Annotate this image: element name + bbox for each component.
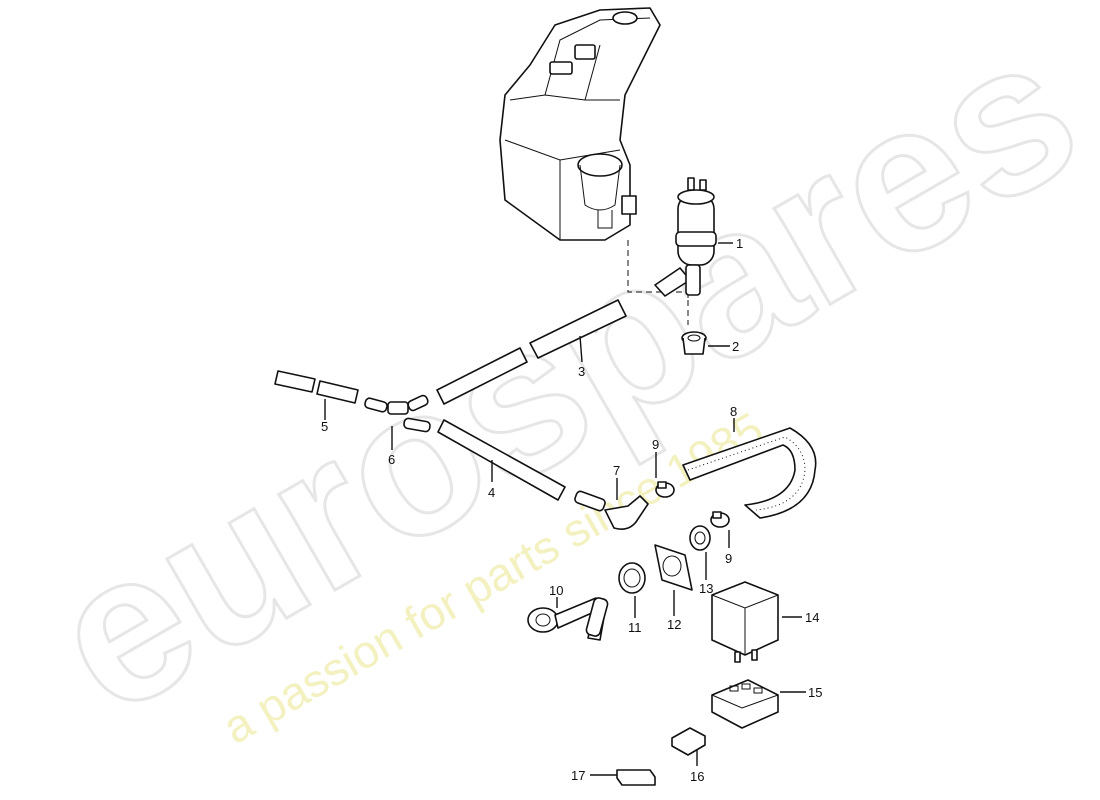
hose-lower [437, 419, 566, 501]
hose-upper [436, 299, 627, 405]
washer-reservoir [499, 7, 661, 241]
callout-2: 2 [732, 339, 739, 354]
callout-12: 12 [667, 617, 681, 632]
callout-9-lower: 9 [725, 551, 732, 566]
callouts: 1 2 3 4 5 6 7 8 9 9 10 11 12 13 14 15 16… [321, 236, 822, 784]
callout-8: 8 [730, 404, 737, 419]
callout-13: 13 [699, 581, 713, 596]
mounting-plate [654, 544, 693, 591]
callout-15: 15 [808, 685, 822, 700]
washer-jet [527, 597, 609, 641]
callout-11: 11 [628, 620, 642, 635]
callout-16: 16 [690, 769, 704, 784]
hose-short [274, 370, 359, 404]
callout-14: 14 [805, 610, 819, 625]
grommet [681, 331, 707, 355]
foam-hose [682, 427, 817, 519]
callout-5: 5 [321, 419, 328, 434]
callout-1: 1 [736, 236, 743, 251]
leader-lines [324, 242, 806, 776]
hose-clip-lower [710, 511, 730, 528]
callout-3: 3 [578, 364, 585, 379]
seal-ring [618, 562, 646, 594]
callout-4: 4 [488, 485, 495, 500]
elbow-connector [574, 490, 649, 530]
callout-10: 10 [549, 583, 563, 598]
hose-clip-upper [655, 481, 675, 498]
callout-17: 17 [571, 768, 585, 783]
insert [616, 769, 656, 786]
nut [689, 525, 711, 551]
t-connector [364, 394, 431, 433]
washer-pump [654, 177, 717, 297]
callout-9-upper: 9 [652, 437, 659, 452]
connector-block [711, 679, 779, 729]
callout-7: 7 [613, 463, 620, 478]
relay [711, 581, 779, 663]
small-plug [671, 727, 706, 756]
callout-6: 6 [388, 452, 395, 467]
